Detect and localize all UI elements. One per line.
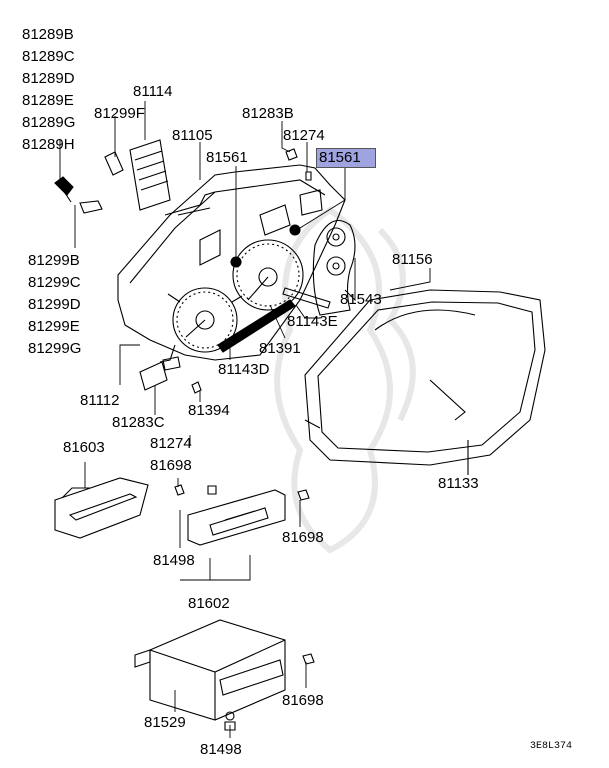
label-81603: 81603 — [63, 439, 105, 456]
diagram-code: 3E8L374 — [530, 741, 573, 752]
label-81283c: 81283C — [112, 414, 165, 431]
clip-81299f — [104, 151, 124, 176]
label-81283b: 81283B — [242, 105, 294, 122]
switch-81498 — [187, 489, 286, 546]
label-81602: 81602 — [188, 595, 230, 612]
reset-knob-81143e — [282, 287, 331, 309]
label-81561-highlighted[interactable]: 81561 — [316, 148, 376, 168]
label-81498-a: 81498 — [153, 552, 195, 569]
label-81114: 81114 — [133, 83, 173, 100]
switch-panel-81603 — [54, 477, 149, 539]
knob-81498 — [224, 711, 236, 731]
label-81289h: 81289H — [22, 136, 75, 153]
screw-81698-c — [297, 489, 310, 501]
screw-81698-a — [174, 484, 185, 496]
label-81299b: 81299B — [28, 252, 80, 269]
connector-81114 — [129, 139, 171, 211]
label-81105: 81105 — [172, 127, 213, 144]
label-81698-a: 81698 — [150, 457, 192, 474]
control-unit-81529 — [134, 619, 286, 721]
screw-81283b — [285, 148, 298, 161]
screw-81274-top — [305, 171, 312, 181]
label-81274-top: 81274 — [283, 127, 325, 144]
bulb-socket-81561-b — [289, 224, 301, 236]
bulb-81299b — [79, 200, 103, 214]
fuel-temp-gauges-81543 — [312, 220, 356, 316]
label-81143d: 81143D — [218, 361, 270, 378]
label-81698-c: 81698 — [282, 692, 324, 709]
label-81143e: 81143E — [287, 313, 338, 330]
leader-lines — [59, 101, 431, 738]
label-81498-b: 81498 — [200, 741, 242, 758]
label-81698-b: 81698 — [282, 529, 324, 546]
label-81299e: 81299E — [28, 318, 80, 335]
label-81543: 81543 — [340, 291, 382, 308]
label-81274-mid: 81274 — [150, 435, 192, 452]
label-81156: 81156 — [392, 251, 433, 268]
screw-81698-d — [302, 653, 315, 665]
bracket-81112 — [139, 361, 168, 391]
label-81112: 81112 — [80, 392, 120, 409]
cluster-glass-81156 — [304, 289, 546, 466]
label-81394: 81394 — [188, 402, 230, 419]
screw-81698-b — [207, 485, 217, 495]
label-81289b: 81289B — [22, 26, 74, 43]
label-81391: 81391 — [259, 340, 301, 357]
bulb-socket-81561-a — [230, 256, 242, 268]
label-81289d: 81289D — [22, 70, 75, 87]
screw-81283c — [162, 356, 181, 371]
bulb-81289 — [54, 176, 74, 203]
label-81529: 81529 — [144, 714, 186, 731]
label-81289e: 81289E — [22, 92, 74, 109]
label-81299f: 81299F — [94, 105, 145, 122]
label-81299c: 81299C — [28, 274, 81, 291]
watermark-emblem — [274, 206, 416, 554]
speedometer-gauge-81143d — [167, 287, 243, 353]
tachometer-gauge — [232, 239, 304, 311]
label-81561-left: 81561 — [206, 149, 248, 166]
label-81299g: 81299G — [28, 340, 82, 357]
cluster-case-81105 — [117, 164, 346, 363]
label-81133: 81133 — [438, 475, 479, 492]
label-81299d: 81299D — [28, 296, 81, 313]
printed-circuit-81391 — [217, 299, 296, 353]
label-81289c: 81289C — [22, 48, 75, 65]
label-81289g: 81289G — [22, 114, 76, 131]
screw-81394 — [191, 381, 202, 394]
